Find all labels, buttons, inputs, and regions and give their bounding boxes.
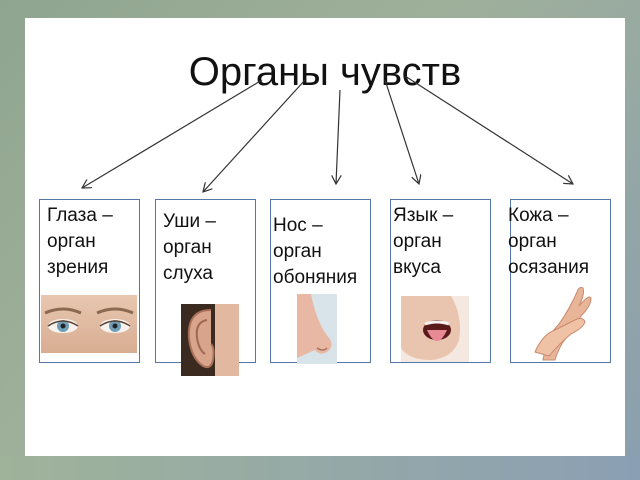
tongue-photo: [401, 296, 469, 362]
organ-label-line3: осязания: [508, 257, 590, 278]
organ-label-line3: слуха: [163, 263, 213, 284]
organ-card-ears: Уши – орган слуха: [155, 199, 256, 376]
organ-label-line1: Глаза –: [47, 205, 113, 226]
nose-photo: [297, 294, 337, 364]
organ-label-line3: зрения: [47, 257, 109, 278]
arrow-eyes: [82, 79, 263, 188]
organ-label-line2: орган: [273, 241, 322, 262]
arrows: [25, 75, 625, 218]
organ-label-line1: Уши –: [163, 211, 216, 232]
organ-card-skin: Кожа – орган осязания: [508, 199, 611, 363]
arrow-nose: [336, 89, 340, 184]
arrow-ears: [203, 79, 306, 192]
organ-label-line3: обоняния: [273, 267, 358, 288]
slide: Органы чувств Глаза – орган зрения: [25, 18, 625, 456]
organ-label-line1: Кожа –: [508, 205, 569, 226]
slide-title: Органы чувств: [188, 50, 462, 94]
bottom-bar: [0, 456, 640, 480]
eyes-photo: [41, 295, 137, 353]
hands-photo: [534, 287, 592, 361]
ear-photo: [181, 304, 239, 376]
organ-label-line2: орган: [163, 237, 212, 258]
organ-card-nose: Нос – орган обоняния: [270, 199, 371, 364]
organ-card-eyes: Глаза – орган зрения: [39, 199, 140, 363]
organ-label-line1: Нос –: [273, 215, 323, 236]
organ-label-line2: орган: [508, 231, 557, 252]
organ-label-line1: Язык –: [393, 205, 454, 226]
organ-label-line3: вкуса: [393, 257, 441, 278]
arrow-tongue: [384, 79, 419, 184]
organ-label-line2: орган: [393, 231, 442, 252]
organ-card-tongue: Язык – орган вкуса: [390, 199, 491, 363]
organ-label-line2: орган: [47, 231, 96, 252]
arrow-skin: [404, 75, 573, 184]
